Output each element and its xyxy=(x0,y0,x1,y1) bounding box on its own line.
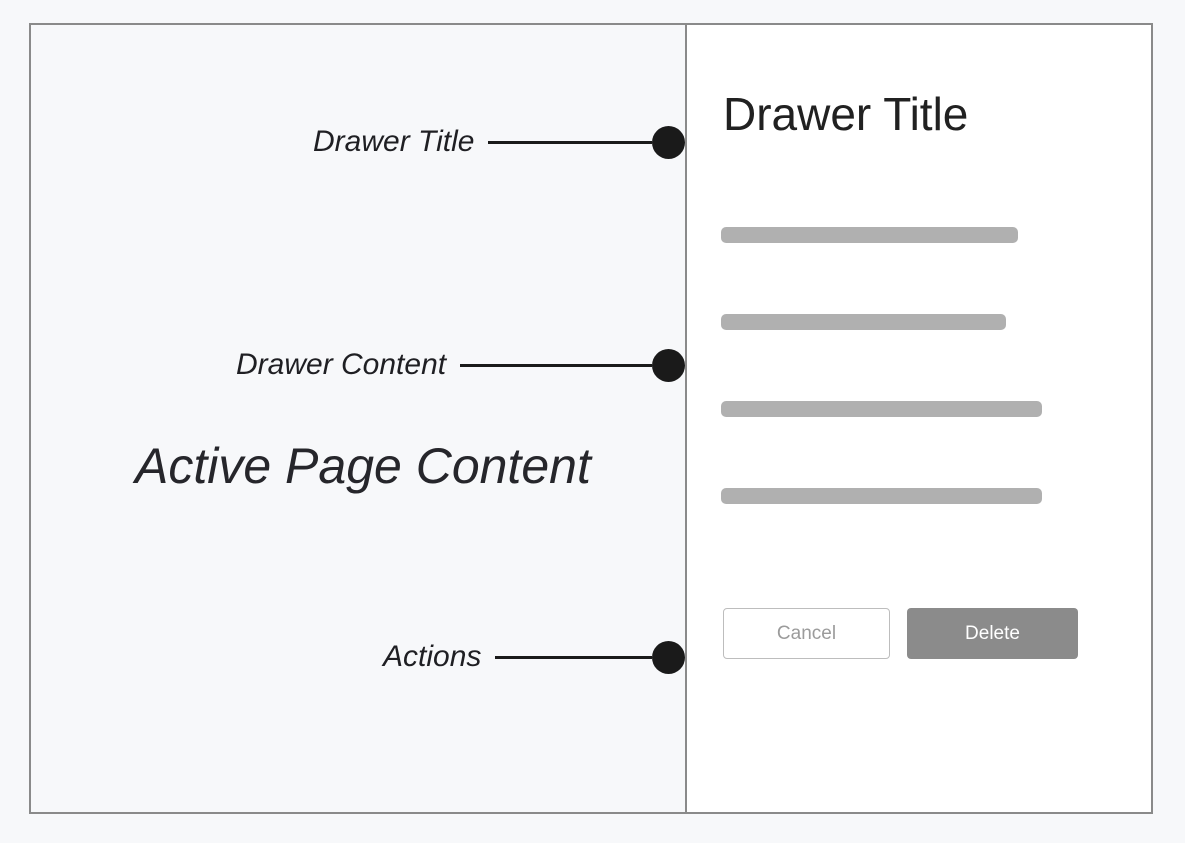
callout-line xyxy=(460,363,652,367)
callout-dot-icon xyxy=(652,640,685,674)
callout-dot-icon xyxy=(652,348,685,382)
callout-actions: Actions xyxy=(383,635,685,679)
cancel-button[interactable]: Cancel xyxy=(723,608,890,659)
drawer-panel: Drawer Title Cancel Delete xyxy=(687,25,1151,812)
callout-dot-icon xyxy=(652,125,685,159)
active-page-panel: Drawer Title Drawer Content Actions Acti… xyxy=(31,25,687,812)
callout-drawer-content: Drawer Content xyxy=(236,343,685,387)
drawer-actions: Cancel Delete xyxy=(723,608,1115,659)
content-placeholder-bar xyxy=(721,314,1006,330)
content-placeholder-bar xyxy=(721,227,1018,243)
callout-line xyxy=(488,140,652,144)
callout-line xyxy=(495,655,652,659)
active-page-content-label: Active Page Content xyxy=(135,438,591,494)
callout-drawer-title-label: Drawer Title xyxy=(313,125,475,158)
content-placeholder-bar xyxy=(721,488,1042,504)
drawer-content-placeholders xyxy=(721,227,1042,504)
callout-drawer-content-label: Drawer Content xyxy=(236,348,447,381)
content-placeholder-bar xyxy=(721,401,1042,417)
pattern-frame: Drawer Title Drawer Content Actions Acti… xyxy=(29,23,1153,814)
delete-button[interactable]: Delete xyxy=(907,608,1078,659)
drawer-title: Drawer Title xyxy=(723,88,969,140)
callout-actions-label: Actions xyxy=(383,640,482,673)
callout-drawer-title: Drawer Title xyxy=(313,120,685,164)
